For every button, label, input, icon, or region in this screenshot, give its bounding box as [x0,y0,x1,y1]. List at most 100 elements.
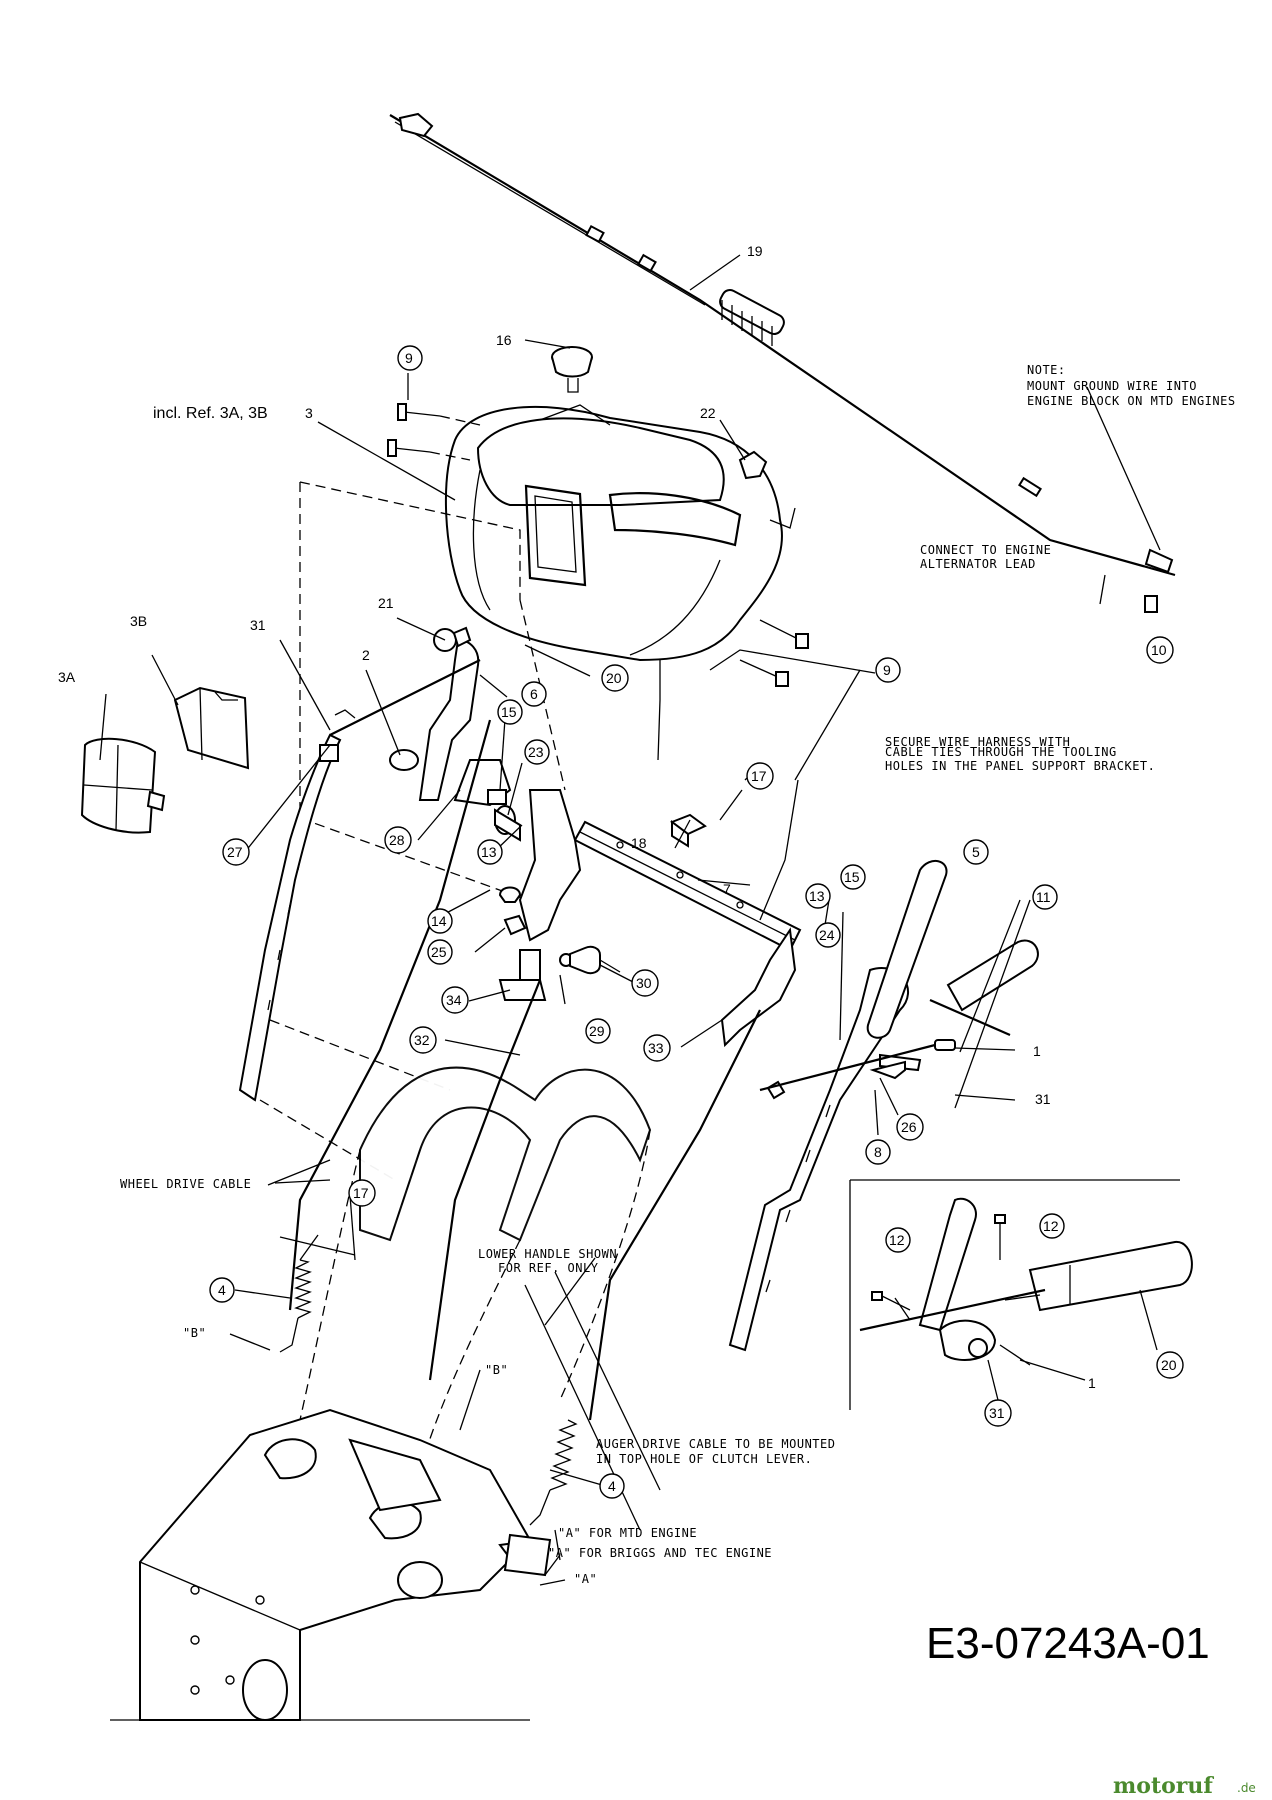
svg-text:IN TOP HOLE OF CLUTCH LEVER.: IN TOP HOLE OF CLUTCH LEVER. [596,1452,812,1466]
bushing-15-23 [487,789,521,842]
svg-text:23: 23 [528,744,544,760]
svg-text:SECURE WIRE HARNESS WITH: SECURE WIRE HARNESS WITH [885,735,1070,749]
svg-text:HOLES IN THE PANEL SUPPORT BRA: HOLES IN THE PANEL SUPPORT BRACKET. [885,759,1155,773]
callout-17-lower: 17 [348,1179,376,1207]
svg-text:ENGINE BLOCK ON MTD ENGINES: ENGINE BLOCK ON MTD ENGINES [1027,394,1236,408]
svg-text:WHEEL DRIVE CABLE: WHEEL DRIVE CABLE [120,1177,251,1191]
screw-set-top [387,403,481,461]
svg-text:.de: .de [1237,1781,1256,1795]
svg-text:13: 13 [809,888,825,904]
callout-28: 28 [384,826,412,854]
svg-text:"B": "B" [485,1363,508,1377]
callout-8: 8 [865,1139,891,1165]
svg-text:9: 9 [883,662,891,678]
svg-text:26: 26 [901,1119,917,1135]
svg-text:29: 29 [589,1023,605,1039]
left-control-lever [319,638,512,807]
callout-4-right: 4 [599,1473,625,1499]
callouts: 19 16 9 22 incl. Ref. 3A, 3B 3 21 3B 31 … [58,243,1184,1499]
svg-text:14: 14 [431,913,447,929]
svg-text:4: 4 [218,1282,226,1298]
svg-text:motoruf: motoruf [1113,1773,1214,1799]
callout-3b: 3B [130,613,147,629]
callout-16: 16 [496,332,512,348]
lower-handle [299,1066,652,1471]
inner-cable [428,979,542,1381]
callout-32: 32 [409,1026,437,1054]
cable-tie-lower [279,1236,356,1256]
wheel-drive-cable [288,719,492,1311]
svg-text:28: 28 [389,832,405,848]
watermark: motoruf .de [1113,1773,1256,1799]
svg-text:AUGER DRIVE CABLE TO BE MOUNTE: AUGER DRIVE CABLE TO BE MOUNTED [596,1437,835,1451]
callout-1-right: 1 [1033,1043,1041,1059]
svg-text:13: 13 [481,844,497,860]
connector-18 [669,813,707,848]
callout-20-inset: 20 [1156,1351,1184,1379]
callout-14: 14 [427,908,453,934]
callout-12-left: 12 [885,1227,911,1253]
svg-text:11: 11 [1036,889,1051,905]
callout-31-inset: 31 [984,1399,1012,1427]
hardware-left [498,886,621,1001]
callout-11: 11 [1032,884,1058,910]
svg-text:CABLE TIES THROUGH THE TOOLING: CABLE TIES THROUGH THE TOOLING [885,745,1117,759]
svg-text:12: 12 [889,1232,905,1248]
svg-text:CONNECT TO ENGINE: CONNECT TO ENGINE [920,543,1051,557]
svg-text:25: 25 [431,944,447,960]
callout-7: 7 [723,881,731,897]
svg-text:1: 1 [1088,1375,1096,1391]
svg-text:24: 24 [819,927,835,943]
callout-6: 6 [521,681,547,707]
svg-text:15: 15 [844,869,860,885]
svg-text:"A": "A" [574,1572,597,1586]
callout-4-left: 4 [209,1277,235,1303]
callout-34: 34 [441,986,469,1014]
callout-24: 24 [815,922,841,948]
svg-text:1: 1 [1033,1043,1041,1059]
svg-text:5: 5 [972,844,980,860]
callout-25: 25 [427,939,453,965]
svg-text:"A" FOR MTD ENGINE: "A" FOR MTD ENGINE [558,1526,697,1540]
svg-text:19: 19 [747,243,763,259]
auger-drive-cable [588,1009,761,1421]
svg-text:15: 15 [501,704,517,720]
svg-text:12: 12 [1043,1218,1059,1234]
callout-20-top: 20 [601,664,629,692]
callout-1-inset: 1 [1088,1375,1096,1391]
panel-support-bracket [518,789,802,1048]
diagram-code: E3-07243A-01 [926,1619,1210,1668]
svg-text:4: 4 [608,1478,616,1494]
choke-knob [551,346,593,393]
svg-text:FOR REF. ONLY: FOR REF. ONLY [498,1261,599,1275]
callout-9-top: 9 [397,345,423,371]
spring-left [279,1234,319,1353]
svg-text:10: 10 [1151,642,1167,658]
callout-29: 29 [585,1018,611,1044]
svg-text:27: 27 [227,844,243,860]
svg-text:17: 17 [353,1185,369,1201]
cover-3b [173,686,250,770]
svg-text:MOUNT GROUND WIRE INTO: MOUNT GROUND WIRE INTO [1027,379,1197,393]
callout-30: 30 [631,969,659,997]
callout-15-left: 15 [497,699,523,725]
svg-text:33: 33 [648,1040,664,1056]
callout-17-top: 17 [746,762,774,790]
svg-text:3A: 3A [58,669,76,685]
callout-10: 10 [1146,636,1174,664]
callout-21: 21 [378,595,394,611]
cable-tie-upper-2 [657,660,661,761]
callout-31-left: 31 [250,617,266,633]
callout-23: 23 [524,739,550,765]
part-22-clip [738,450,768,480]
svg-text:"B": "B" [183,1326,206,1340]
svg-text:LOWER HANDLE SHOWN: LOWER HANDLE SHOWN [478,1247,617,1261]
callout-incl: incl. Ref. 3A, 3B [153,405,268,422]
spring-right [529,1419,578,1526]
inset-detail [849,1179,1193,1410]
callout-18: 18 [631,835,647,851]
svg-text:17: 17 [751,768,767,784]
callout-15-right: 15 [840,864,866,890]
wire-harness [389,112,1176,613]
snowblower-frame [110,1408,552,1721]
